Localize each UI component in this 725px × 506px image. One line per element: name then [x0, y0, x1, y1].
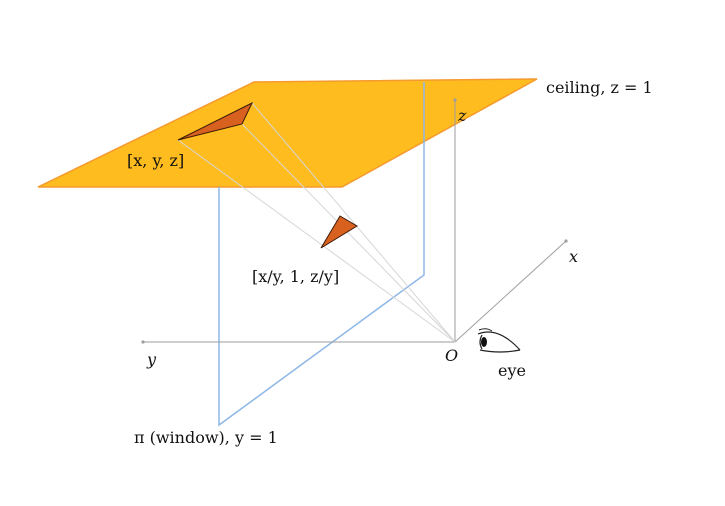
x-axis-line: [454, 240, 567, 343]
origin-label: O: [445, 346, 458, 365]
ceiling-label: ceiling, z = 1: [546, 78, 653, 97]
window-label: π (window), y = 1: [134, 428, 278, 447]
projection-ray: [177, 139, 456, 343]
z-axis-end-dot: [453, 98, 457, 102]
y-axis-end-dot: [141, 340, 145, 344]
eye-label: eye: [498, 361, 526, 380]
projection-ray: [251, 102, 456, 343]
y-axis-label: y: [146, 350, 157, 369]
projected-point-label: [x/y, 1, z/y]: [252, 267, 339, 286]
ceiling-triangle: [177, 101, 254, 141]
ceiling-plane: [37, 78, 538, 188]
point-3d-label: [x, y, z]: [127, 151, 184, 170]
z-axis-label: z: [457, 106, 467, 125]
x-axis-label: x: [569, 247, 578, 266]
projection-ray: [241, 123, 456, 343]
window-plane: [218, 82, 425, 427]
x-axis-end-dot: [564, 239, 568, 243]
eye-icon: [477, 328, 521, 353]
projected-triangle: [320, 215, 358, 249]
